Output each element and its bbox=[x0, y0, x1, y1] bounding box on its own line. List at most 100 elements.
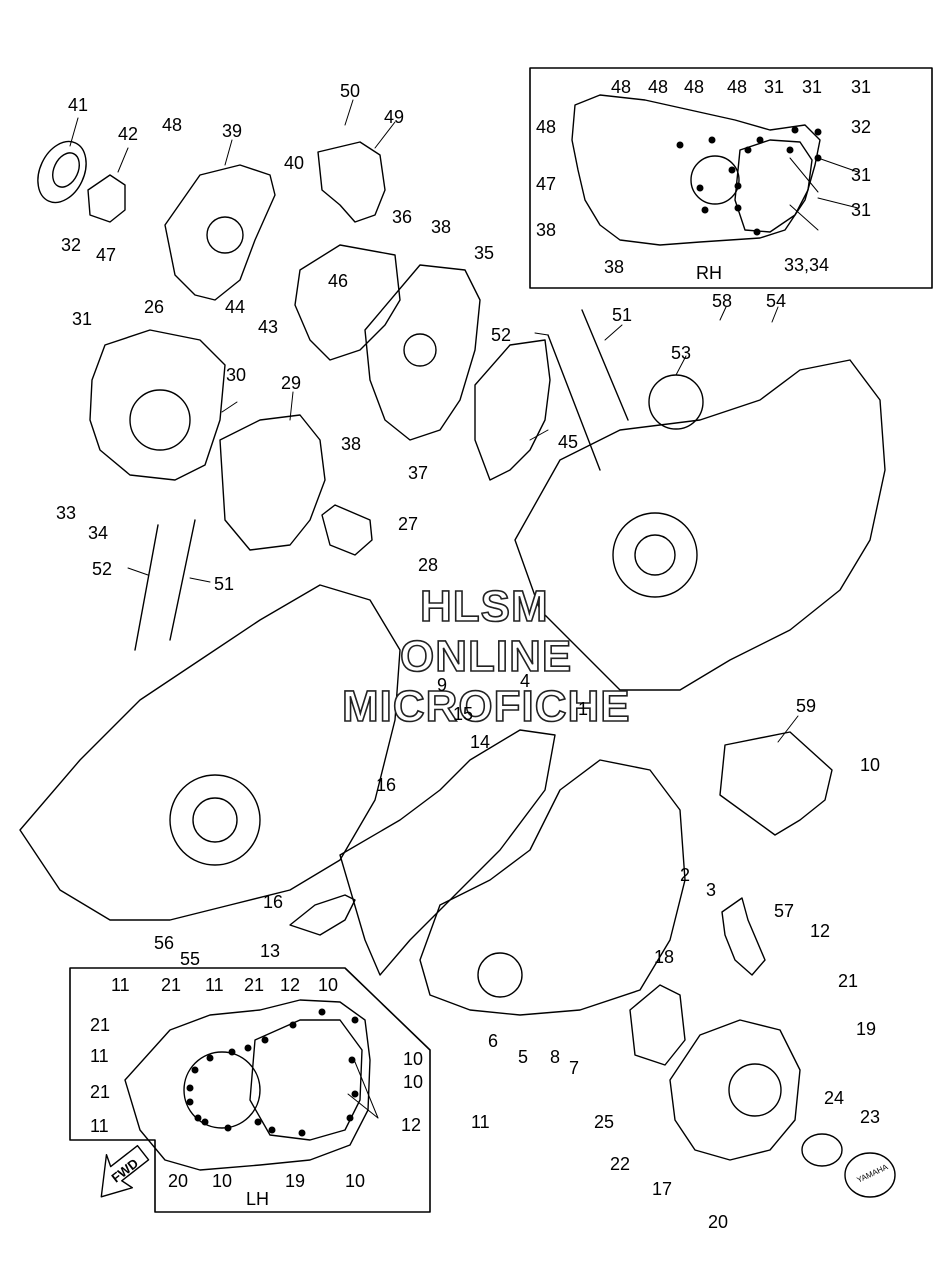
callout-52-lower: 52 bbox=[92, 559, 113, 579]
rh-inset-box bbox=[529, 67, 933, 289]
rh-callout-48-e: 48 bbox=[536, 117, 557, 137]
callout-52-upper: 52 bbox=[491, 325, 512, 345]
lh-inset-box bbox=[69, 967, 431, 1213]
callout-41: 41 bbox=[68, 95, 89, 115]
cover-59 bbox=[719, 731, 833, 836]
lh-inset-cover bbox=[249, 1019, 363, 1141]
pushrod-52-lower bbox=[134, 524, 159, 651]
callout-47: 47 bbox=[96, 245, 117, 265]
callout-57: 57 bbox=[774, 901, 795, 921]
crankcase-left-hub bbox=[192, 797, 238, 843]
lh-inset-bore bbox=[183, 1051, 261, 1129]
callout-59: 59 bbox=[796, 696, 817, 716]
rh-inset-label: RH bbox=[696, 263, 722, 283]
part-41 bbox=[37, 140, 87, 204]
crankcase-right-bore bbox=[612, 512, 698, 598]
callout-30: 30 bbox=[226, 365, 247, 385]
lh-inset-label: LH bbox=[246, 1189, 270, 1209]
crankcase-right bbox=[514, 359, 886, 691]
crankcase-left-bore bbox=[169, 774, 261, 866]
callout-42: 42 bbox=[118, 124, 139, 144]
lh-callout-12-a: 12 bbox=[280, 975, 301, 995]
lh-callout-20: 20 bbox=[168, 1171, 189, 1191]
callout-40: 40 bbox=[284, 153, 305, 173]
callout-49: 49 bbox=[384, 107, 405, 127]
callout-58: 58 bbox=[712, 291, 733, 311]
callout-46: 46 bbox=[328, 271, 349, 291]
part-49 bbox=[317, 141, 386, 223]
callout-15: 15 bbox=[453, 704, 474, 724]
lh-callout-10-a: 10 bbox=[318, 975, 339, 995]
callout-56: 56 bbox=[154, 933, 175, 953]
callout-48: 48 bbox=[162, 115, 183, 135]
rh-callout-31-b: 31 bbox=[802, 77, 823, 97]
rh-callout-48-a: 48 bbox=[611, 77, 632, 97]
callout-37: 37 bbox=[408, 463, 429, 483]
lh-callout-11-c: 11 bbox=[90, 1046, 109, 1066]
callout-2: 2 bbox=[680, 865, 691, 885]
rh-callout-48-d: 48 bbox=[727, 77, 748, 97]
watermark-line-2: ONLINE bbox=[399, 632, 573, 681]
callout-10-right: 10 bbox=[860, 755, 881, 775]
rh-inset-bore bbox=[690, 155, 740, 205]
callout-27: 27 bbox=[398, 514, 419, 534]
callout-34: 34 bbox=[88, 523, 109, 543]
callout-39: 39 bbox=[222, 121, 243, 141]
lh-callout-11-b: 11 bbox=[205, 975, 224, 995]
callout-13: 13 bbox=[260, 941, 281, 961]
part-41-inner bbox=[52, 152, 80, 188]
rh-callout-48-c: 48 bbox=[684, 77, 705, 97]
callout-54: 54 bbox=[766, 291, 787, 311]
callout-50: 50 bbox=[340, 81, 361, 101]
crankcase-right-hub bbox=[634, 534, 676, 576]
lh-callout-10-c: 10 bbox=[403, 1072, 424, 1092]
callout-55: 55 bbox=[180, 949, 201, 969]
callout-25: 25 bbox=[594, 1112, 615, 1132]
callout-1: 1 bbox=[578, 699, 589, 719]
callout-31: 31 bbox=[72, 309, 93, 329]
rh-inset-cover-outline bbox=[734, 139, 813, 233]
rh-callout-48-b: 48 bbox=[648, 77, 669, 97]
crankcase-cover-1 bbox=[419, 759, 686, 1016]
lh-callout-21-a: 21 bbox=[161, 975, 182, 995]
callout-29: 29 bbox=[281, 373, 302, 393]
callout-45: 45 bbox=[558, 432, 579, 452]
callout-16-lower: 16 bbox=[263, 892, 284, 912]
gasket-14 bbox=[339, 729, 556, 976]
lh-callout-21-d: 21 bbox=[90, 1082, 111, 1102]
lh-callout-21-c: 21 bbox=[90, 1015, 111, 1035]
lh-inset-crankcase bbox=[124, 999, 371, 1171]
gasket-29 bbox=[219, 414, 326, 551]
leader-lines bbox=[69, 99, 859, 1119]
rh-callout-31-a: 31 bbox=[764, 77, 785, 97]
lh-callout-21-b: 21 bbox=[244, 975, 265, 995]
cover-39-hole bbox=[206, 216, 244, 254]
gasket-36 bbox=[294, 244, 401, 361]
clutch-cover-17-boss bbox=[728, 1063, 782, 1117]
lh-callout-19: 19 bbox=[285, 1171, 306, 1191]
callout-4: 4 bbox=[520, 671, 531, 691]
part-23-emblem bbox=[844, 1152, 896, 1198]
callout-8: 8 bbox=[550, 1047, 561, 1067]
callout-44: 44 bbox=[225, 297, 246, 317]
callout-18: 18 bbox=[654, 947, 675, 967]
callout-6: 6 bbox=[488, 1031, 499, 1051]
part-24 bbox=[801, 1133, 843, 1167]
callout-19-right: 19 bbox=[856, 1019, 877, 1039]
cover-35 bbox=[364, 264, 481, 441]
callout-51-lower: 51 bbox=[214, 574, 235, 594]
callout-32: 32 bbox=[61, 235, 82, 255]
callout-11-lower: 11 bbox=[471, 1112, 490, 1132]
rh-callout-31-e: 31 bbox=[851, 200, 872, 220]
lh-callout-11-d: 11 bbox=[90, 1116, 109, 1136]
lh-callout-10-d: 10 bbox=[212, 1171, 233, 1191]
watermark-line-1: HLSM bbox=[419, 582, 549, 631]
pushrod-51-lower bbox=[169, 519, 196, 641]
callout-20-lower: 20 bbox=[708, 1212, 729, 1232]
clutch-cover-17 bbox=[669, 1019, 801, 1161]
gasket-45 bbox=[474, 339, 551, 481]
cover-35-hole bbox=[403, 333, 437, 367]
callout-12-right: 12 bbox=[810, 921, 831, 941]
callout-24: 24 bbox=[824, 1088, 845, 1108]
lh-inset-dots bbox=[186, 1008, 359, 1137]
